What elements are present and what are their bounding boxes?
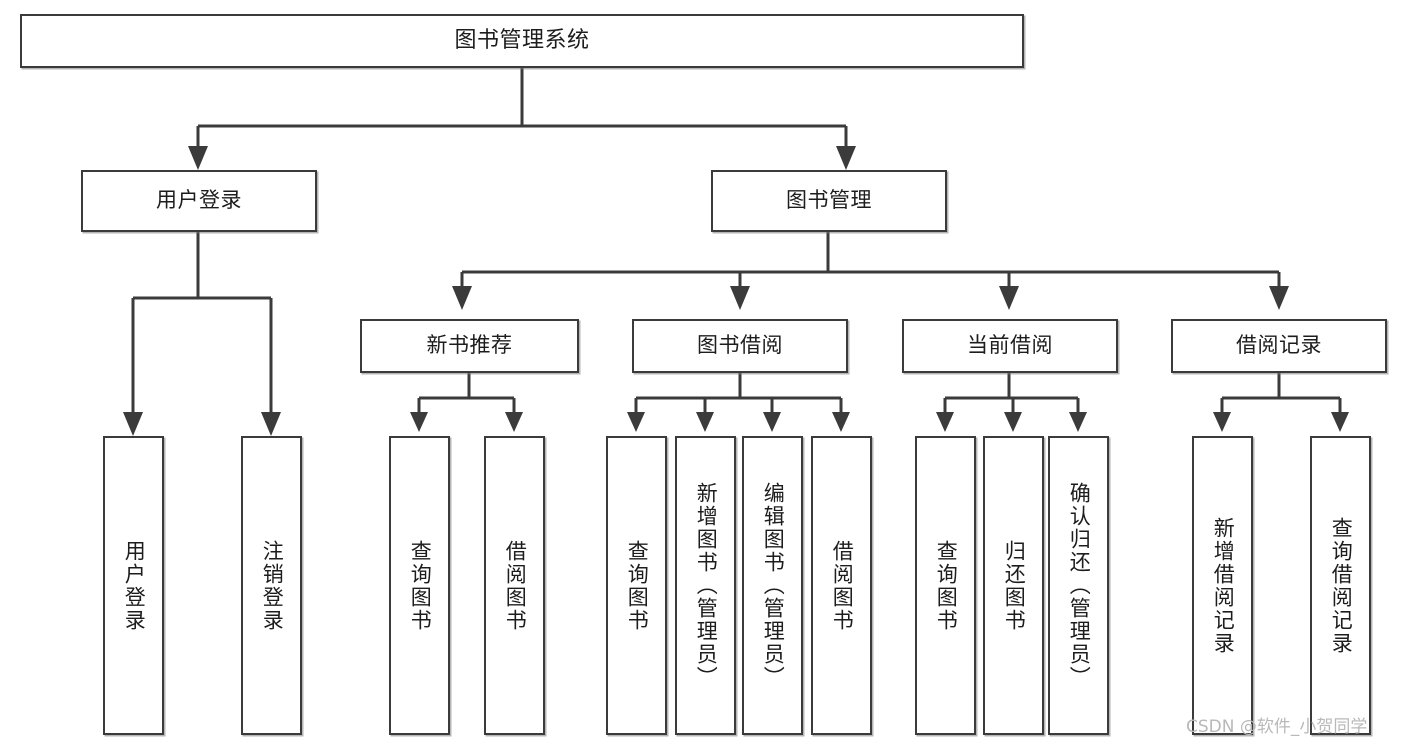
- node-leaf-logout[interactable]: 注销登录: [241, 436, 302, 735]
- node-user-login-label: 用户登录: [156, 188, 242, 213]
- node-book-management-label: 图书管理: [786, 188, 872, 213]
- node-leaf-query-book-recommend-label: 查询图书: [408, 539, 433, 632]
- node-leaf-add-book-admin[interactable]: 新增图书（管理员）: [675, 436, 736, 735]
- node-leaf-query-book-borrow-label: 查询图书: [625, 539, 650, 632]
- node-new-book-recommend[interactable]: 新书推荐: [360, 319, 579, 373]
- node-new-book-recommend-label: 新书推荐: [426, 333, 513, 358]
- node-leaf-confirm-return-admin-label: 确认归还（管理员）: [1067, 482, 1092, 689]
- node-leaf-user-login[interactable]: 用户登录: [103, 436, 164, 735]
- node-borrow-records[interactable]: 借阅记录: [1171, 319, 1387, 373]
- node-leaf-query-borrow-record-label: 查询借阅记录: [1329, 516, 1354, 655]
- node-leaf-borrow-book-recommend-label: 借阅图书: [503, 539, 528, 632]
- node-leaf-edit-book-admin[interactable]: 编辑图书（管理员）: [742, 436, 803, 735]
- node-leaf-confirm-return-admin[interactable]: 确认归还（管理员）: [1048, 436, 1109, 735]
- node-root-label: 图书管理系统: [454, 27, 590, 53]
- node-leaf-query-book-current-label: 查询图书: [934, 539, 959, 632]
- node-leaf-user-login-label: 用户登录: [122, 539, 147, 632]
- node-leaf-add-book-admin-label: 新增图书（管理员）: [694, 482, 719, 689]
- node-leaf-query-book-recommend[interactable]: 查询图书: [389, 436, 450, 735]
- node-current-borrow-label: 当前借阅: [967, 333, 1053, 358]
- node-leaf-logout-label: 注销登录: [260, 539, 285, 632]
- node-user-login[interactable]: 用户登录: [81, 170, 317, 232]
- node-book-borrow[interactable]: 图书借阅: [632, 319, 848, 373]
- node-root[interactable]: 图书管理系统: [20, 14, 1024, 68]
- node-leaf-edit-book-admin-label: 编辑图书（管理员）: [761, 482, 786, 689]
- node-leaf-borrow-book-recommend[interactable]: 借阅图书: [484, 436, 545, 735]
- node-leaf-query-book-current[interactable]: 查询图书: [915, 436, 976, 735]
- node-current-borrow[interactable]: 当前借阅: [902, 319, 1118, 373]
- node-borrow-records-label: 借阅记录: [1236, 333, 1322, 358]
- node-leaf-query-borrow-record[interactable]: 查询借阅记录: [1310, 436, 1371, 735]
- csdn-watermark: CSDN @软件_小贺同学: [1186, 717, 1368, 737]
- node-book-borrow-label: 图书借阅: [697, 333, 783, 358]
- node-leaf-return-book-label: 归还图书: [1002, 539, 1027, 632]
- node-leaf-borrow-book[interactable]: 借阅图书: [811, 436, 872, 735]
- node-leaf-add-borrow-record[interactable]: 新增借阅记录: [1192, 436, 1253, 735]
- node-leaf-borrow-book-label: 借阅图书: [830, 539, 855, 632]
- node-book-management[interactable]: 图书管理: [711, 170, 947, 232]
- node-leaf-return-book[interactable]: 归还图书: [983, 436, 1044, 735]
- node-leaf-add-borrow-record-label: 新增借阅记录: [1211, 516, 1236, 655]
- node-leaf-query-book-borrow[interactable]: 查询图书: [606, 436, 667, 735]
